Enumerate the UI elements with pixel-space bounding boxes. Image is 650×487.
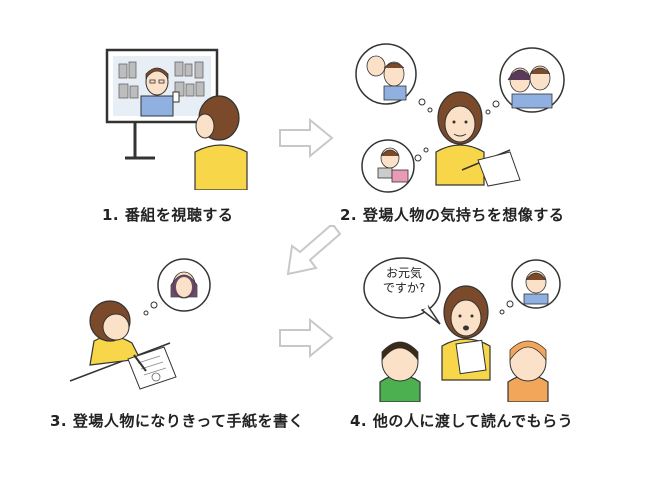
- speech-bubble-text: お元気 ですか?: [374, 266, 434, 296]
- step-4-number: 4.: [350, 412, 368, 430]
- step-2-label: 登場人物の気持ちを想像する: [362, 206, 565, 224]
- step-4-illustration: お元気 ですか?: [360, 250, 570, 402]
- arrow-right-1-icon: [278, 118, 334, 158]
- step-1-illustration: [95, 40, 255, 190]
- arrow-right-2-icon: [278, 318, 334, 358]
- step-1-label: 番組を視聴する: [124, 206, 234, 224]
- step-2-number: 2.: [340, 206, 358, 224]
- step-1-caption: 1. 番組を視聴する: [102, 204, 233, 225]
- step-2-caption: 2. 登場人物の気持ちを想像する: [340, 204, 564, 225]
- speech-line-2: ですか?: [382, 281, 426, 295]
- step-3-illustration: [60, 255, 260, 400]
- step-3-label: 登場人物になりきって手紙を書く: [72, 412, 305, 430]
- speech-bubble: [363, 257, 441, 319]
- step-4-label: 他の人に渡して読んでもらう: [372, 412, 574, 430]
- arrow-down-left-icon: [282, 222, 342, 278]
- speech-line-1: お元気: [385, 266, 422, 280]
- step-3-number: 3.: [50, 412, 68, 430]
- step-2-illustration: [350, 40, 570, 195]
- step-1-number: 1.: [102, 206, 120, 224]
- step-4-caption: 4. 他の人に渡して読んでもらう: [350, 410, 573, 431]
- step-3-caption: 3. 登場人物になりきって手紙を書く: [50, 410, 304, 431]
